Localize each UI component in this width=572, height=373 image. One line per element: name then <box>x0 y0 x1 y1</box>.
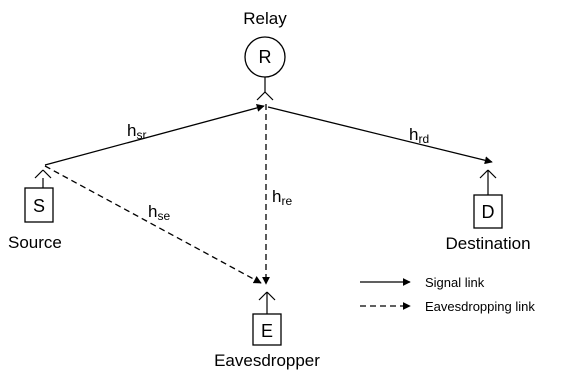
link-source-eavesdropper <box>44 165 262 284</box>
source-antenna-icon <box>34 169 52 188</box>
relay-label: Relay <box>243 9 287 28</box>
eavesdropper-label: Eavesdropper <box>214 351 320 370</box>
destination-antenna-icon <box>479 169 497 195</box>
channel-label-rd: hrd <box>409 125 429 146</box>
eavesdropper-node: E <box>252 313 282 346</box>
source-letter: S <box>33 196 45 216</box>
destination-letter: D <box>482 202 495 222</box>
relay-node: R <box>244 36 286 78</box>
channel-label-re: hre <box>272 187 292 208</box>
destination-node: D <box>473 194 503 229</box>
legend-signal-label: Signal link <box>425 275 485 290</box>
legend: Signal link Eavesdropping link <box>360 275 535 314</box>
channel-label-sr: hsr <box>127 121 146 142</box>
link-relay-destination <box>267 106 493 165</box>
link-source-relay <box>44 104 265 166</box>
source-node: S <box>24 187 54 223</box>
eavesdropper-antenna-icon <box>258 291 276 314</box>
relay-antenna-icon <box>256 77 274 101</box>
eavesdropper-letter: E <box>261 321 273 341</box>
channel-label-se: hse <box>148 202 170 223</box>
legend-eavesdropping-label: Eavesdropping link <box>425 299 535 314</box>
destination-label: Destination <box>445 234 530 253</box>
source-label: Source <box>8 233 62 252</box>
relay-letter: R <box>259 47 272 67</box>
